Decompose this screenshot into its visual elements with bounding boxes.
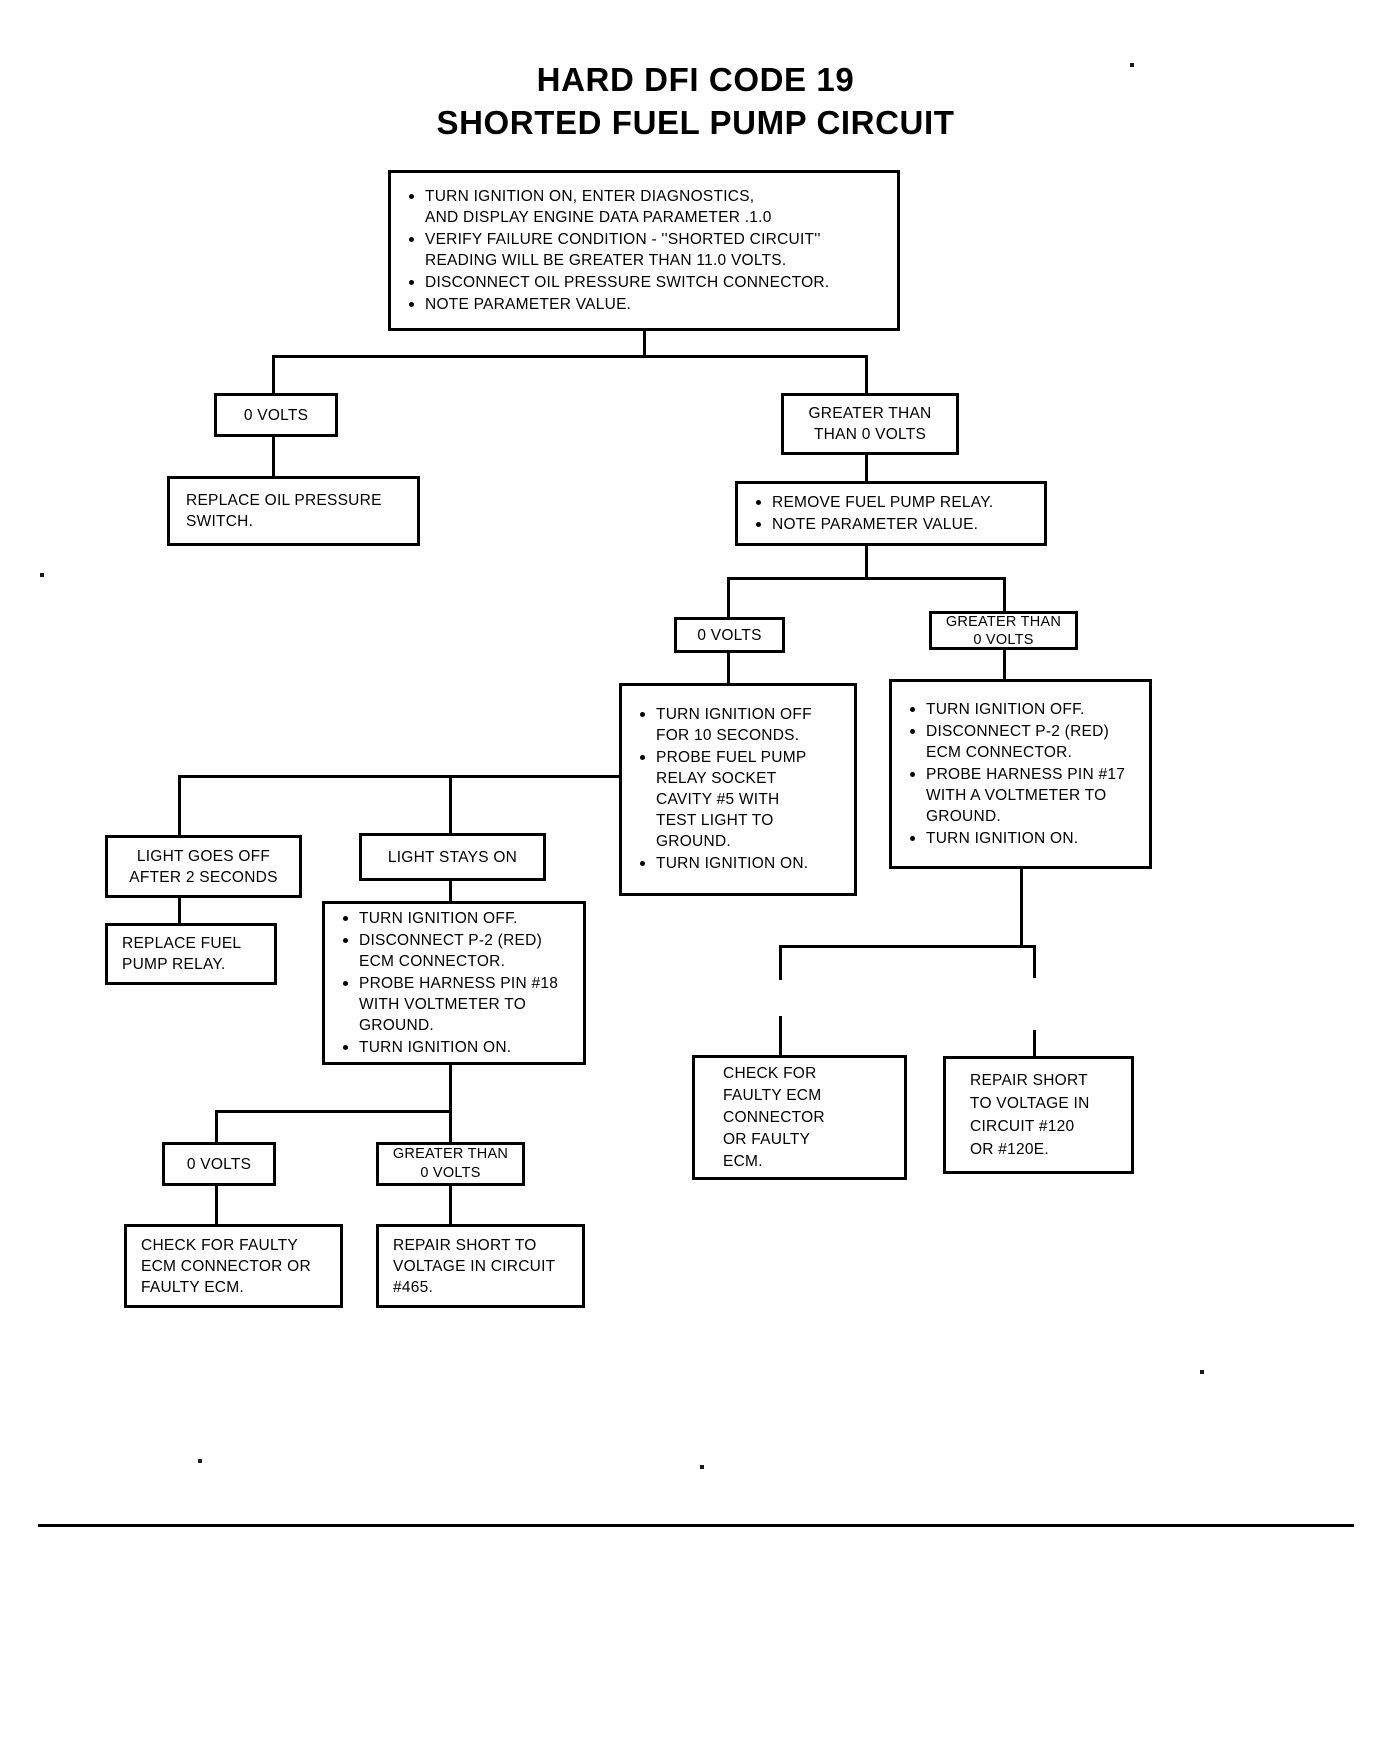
instruction-item: NOTE PARAMETER VALUE. (752, 514, 1034, 535)
node-label: LIGHT STAYS ON (387, 848, 518, 866)
instruction-item: DISCONNECT OIL PRESSURE SWITCH CONNECTOR… (405, 272, 887, 293)
node-result-greater-than-zero-1[interactable]: GREATER THAN THAN 0 VOLTS (781, 393, 959, 455)
instruction-list: TURN IGNITION OFF. DISCONNECT P-2 (RED) … (339, 908, 575, 1059)
node-label: REPLACE OIL PRESSURE SWITCH. (186, 492, 382, 530)
connector-n3-n5 (865, 455, 868, 481)
instruction-item: PROBE FUEL PUMP RELAY SOCKET CAVITY #5 W… (636, 747, 846, 852)
node-result-zero-volts-2[interactable]: 0 VOLTS (674, 617, 785, 653)
page-title: HARD DFI CODE 19 SHORTED FUEL PUMP CIRCU… (0, 58, 1391, 144)
node-outcome-replace-oil-pressure-switch[interactable]: REPLACE OIL PRESSURE SWITCH. (167, 476, 420, 546)
node-label: REPAIR SHORT TO VOLTAGE IN CIRCUIT #120 … (970, 1072, 1090, 1158)
node-initial-diagnostic-step[interactable]: TURN IGNITION ON, ENTER DIAGNOSTICS, AND… (388, 170, 900, 331)
connector-bus3r-left (779, 945, 782, 980)
instruction-item: PROBE HARNESS PIN #18 WITH VOLTMETER TO … (339, 973, 575, 1036)
node-result-zero-volts-1[interactable]: 0 VOLTS (214, 393, 338, 437)
connector-bus-level2 (727, 577, 1006, 580)
node-result-light-stays-on[interactable]: LIGHT STAYS ON (359, 833, 546, 881)
node-outcome-repair-short-circuit-465[interactable]: REPAIR SHORT TO VOLTAGE IN CIRCUIT #465. (376, 1224, 585, 1308)
node-remove-fuel-pump-relay-step[interactable]: REMOVE FUEL PUMP RELAY. NOTE PARAMETER V… (735, 481, 1047, 546)
title-line-2: SHORTED FUEL PUMP CIRCUIT (436, 104, 955, 141)
connector-bus-level3r (779, 945, 1036, 948)
instruction-item: TURN IGNITION ON. (339, 1037, 575, 1058)
node-label: REPLACE FUEL PUMP RELAY. (122, 935, 242, 973)
node-label: GREATER THAN 0 VOLTS (392, 1146, 509, 1181)
connector-n15-n19 (449, 1186, 452, 1224)
connector-bus-level1 (272, 355, 868, 358)
connector-bus1-right (865, 355, 868, 393)
footer-divider-rule (38, 1524, 1354, 1527)
connector-bus1-left (272, 355, 275, 393)
scan-speck (198, 1459, 202, 1463)
connector-bus3-left (178, 775, 181, 835)
instruction-item: DISCONNECT P-2 (RED) ECM CONNECTOR. (339, 930, 575, 972)
node-probe-relay-socket-step[interactable]: TURN IGNITION OFF FOR 10 SECONDS. PROBE … (619, 683, 857, 896)
instruction-item: NOTE PARAMETER VALUE. (405, 294, 887, 315)
instruction-list: TURN IGNITION OFF FOR 10 SECONDS. PROBE … (636, 704, 846, 875)
instruction-item: TURN IGNITION ON. (636, 853, 846, 874)
instruction-item: VERIFY FAILURE CONDITION - ''SHORTED CIR… (405, 229, 887, 271)
instruction-item: DISCONNECT P-2 (RED) ECM CONNECTOR. (906, 721, 1141, 763)
node-result-greater-than-zero-2[interactable]: GREATER THAN 0 VOLTS (929, 611, 1078, 650)
node-outcome-replace-fuel-pump-relay[interactable]: REPLACE FUEL PUMP RELAY. (105, 923, 277, 985)
instruction-list: TURN IGNITION ON, ENTER DIAGNOSTICS, AND… (405, 186, 887, 316)
instruction-item: TURN IGNITION OFF. (906, 699, 1141, 720)
scan-speck (1130, 63, 1134, 67)
connector-bus3r-right (1033, 945, 1036, 978)
node-label: 0 VOLTS (697, 626, 762, 644)
node-label: LIGHT GOES OFF AFTER 2 SECONDS (129, 847, 278, 886)
connector-n1-down (643, 331, 646, 355)
connector-n6-n8 (727, 653, 730, 683)
connector-bus-level4 (215, 1110, 451, 1113)
node-label: CHECK FOR FAULTY ECM CONNECTOR OR FAULTY… (141, 1236, 311, 1296)
connector-n8-out (178, 775, 619, 778)
node-label: GREATER THAN 0 VOLTS (945, 613, 1062, 648)
scan-speck (40, 573, 44, 577)
node-label: CHECK FOR FAULTY ECM CONNECTOR OR FAULTY… (723, 1064, 825, 1170)
node-label: 0 VOLTS (243, 406, 309, 424)
node-label: GREATER THAN THAN 0 VOLTS (808, 405, 932, 443)
node-probe-harness-pin-18-step[interactable]: TURN IGNITION OFF. DISCONNECT P-2 (RED) … (322, 901, 586, 1065)
instruction-item: REMOVE FUEL PUMP RELAY. (752, 492, 1034, 513)
scan-speck (1200, 1370, 1204, 1374)
node-outcome-check-faulty-ecm-right[interactable]: CHECK FOR FAULTY ECM CONNECTOR OR FAULTY… (692, 1055, 907, 1180)
connector-n16-drop (779, 1016, 782, 1055)
connector-n13-down (449, 1065, 452, 1110)
instruction-item: TURN IGNITION OFF FOR 10 SECONDS. (636, 704, 846, 746)
connector-n11-n13 (449, 868, 452, 901)
node-result-light-goes-off[interactable]: LIGHT GOES OFF AFTER 2 SECONDS (105, 835, 302, 898)
connector-n9-down (1020, 869, 1023, 945)
connector-n2-n4 (272, 437, 275, 476)
node-probe-harness-pin-17-step[interactable]: TURN IGNITION OFF. DISCONNECT P-2 (RED) … (889, 679, 1152, 869)
node-outcome-check-faulty-ecm-left[interactable]: CHECK FOR FAULTY ECM CONNECTOR OR FAULTY… (124, 1224, 343, 1308)
node-label: 0 VOLTS (186, 1155, 252, 1173)
connector-bus2-left (727, 577, 730, 617)
connector-bus4-left (215, 1110, 218, 1142)
instruction-item: TURN IGNITION OFF. (339, 908, 575, 929)
node-label: REPAIR SHORT TO VOLTAGE IN CIRCUIT #465. (393, 1236, 556, 1296)
title-line-1: HARD DFI CODE 19 (536, 61, 855, 98)
node-result-greater-than-zero-3[interactable]: GREATER THAN 0 VOLTS (376, 1142, 525, 1186)
connector-n10-n12 (178, 876, 181, 923)
instruction-item: TURN IGNITION ON, ENTER DIAGNOSTICS, AND… (405, 186, 887, 228)
connector-n5-down (865, 546, 868, 577)
connector-bus2-right (1003, 577, 1006, 611)
connector-n7-n9 (1003, 650, 1006, 679)
connector-bus4-right (449, 1110, 452, 1142)
instruction-item: TURN IGNITION ON. (906, 828, 1141, 849)
node-outcome-repair-short-circuit-120[interactable]: REPAIR SHORT TO VOLTAGE IN CIRCUIT #120 … (943, 1056, 1134, 1174)
instruction-list: REMOVE FUEL PUMP RELAY. NOTE PARAMETER V… (752, 492, 1034, 536)
node-result-zero-volts-3[interactable]: 0 VOLTS (162, 1142, 276, 1186)
scan-speck (700, 1465, 704, 1469)
connector-n17-drop (1033, 1030, 1036, 1056)
connector-bus3-right (449, 775, 452, 833)
instruction-item: PROBE HARNESS PIN #17 WITH A VOLTMETER T… (906, 764, 1141, 827)
instruction-list: TURN IGNITION OFF. DISCONNECT P-2 (RED) … (906, 699, 1141, 850)
connector-n14-n18 (215, 1186, 218, 1224)
